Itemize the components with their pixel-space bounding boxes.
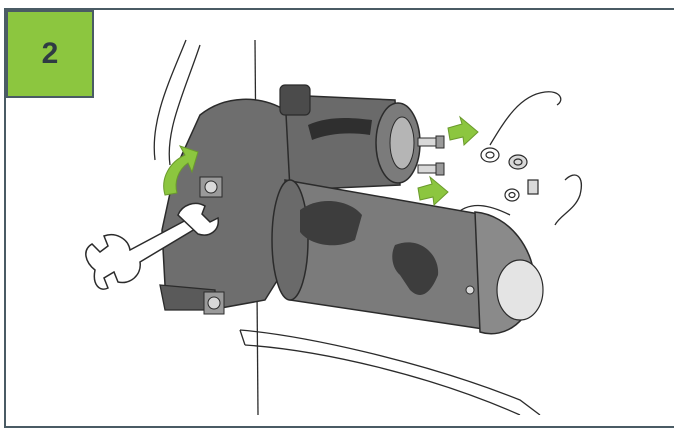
hardware-parts — [481, 148, 538, 201]
step-number: 2 — [42, 37, 59, 71]
starter-motor-illustration — [0, 0, 674, 415]
step-badge: 2 — [6, 10, 94, 98]
instruction-figure: 2 — [0, 0, 674, 415]
move-arrow-icon — [418, 177, 448, 205]
move-arrow-icon — [448, 117, 478, 145]
solenoid — [280, 85, 444, 190]
starter-motor-body — [272, 180, 543, 334]
